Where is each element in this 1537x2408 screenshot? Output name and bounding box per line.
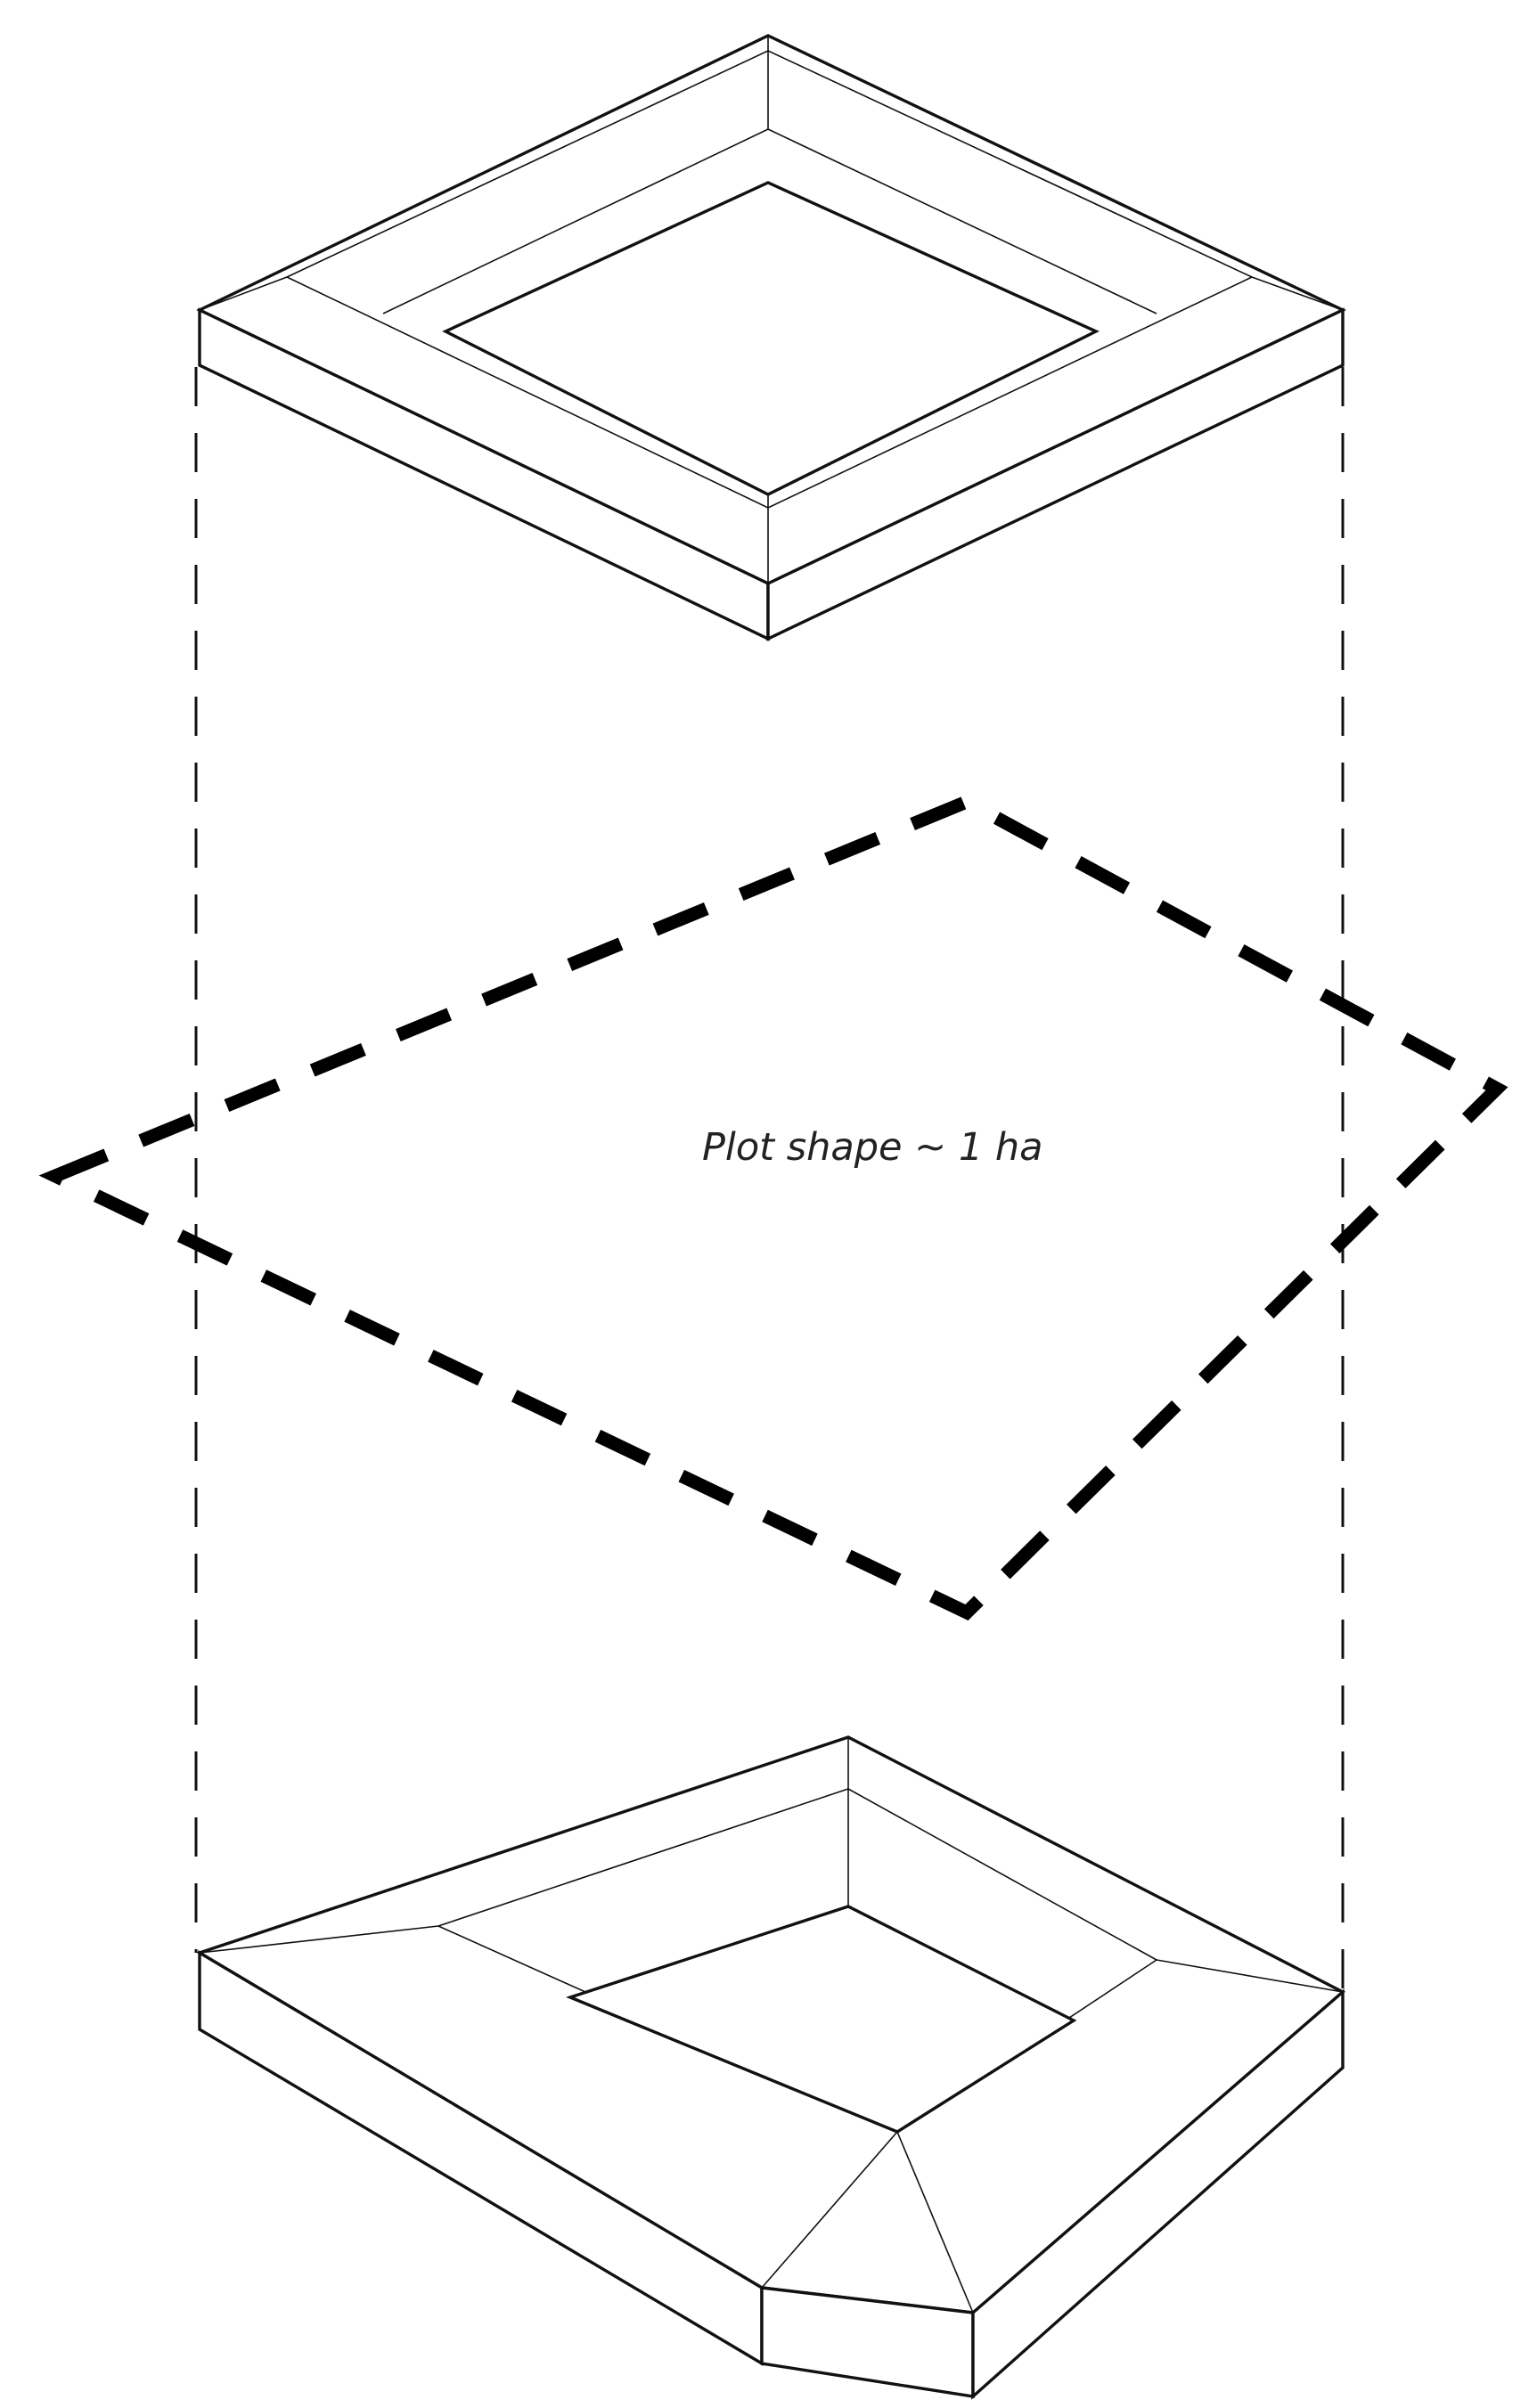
projection-guides (194, 367, 1345, 1992)
square-block-front-right-face (766, 307, 1345, 641)
irregular-block-courtyard (566, 1905, 1077, 2134)
irregular-block-front-right-face (971, 1988, 1345, 2400)
irregular-block-ridge-left (199, 1925, 439, 1954)
square-block-courtyard (442, 181, 1100, 496)
irregular-block-ridge-right (1156, 1959, 1344, 1993)
irregular-block (195, 1735, 1346, 2400)
square-block (196, 34, 1346, 641)
square-block-ridge-right (1251, 276, 1344, 311)
irregular-block-front-ridge-a (761, 2131, 898, 2289)
square-block-ridge-left (199, 276, 288, 311)
irregular-block-front-ridge-b (896, 2131, 974, 2314)
square-block-front-slope (286, 276, 1253, 509)
plot-outline (38, 794, 1508, 1621)
plot-outline-group: Plot shape ~ 1 ha (38, 794, 1508, 1621)
plot-label: Plot shape ~ 1 ha (702, 1125, 1042, 1170)
